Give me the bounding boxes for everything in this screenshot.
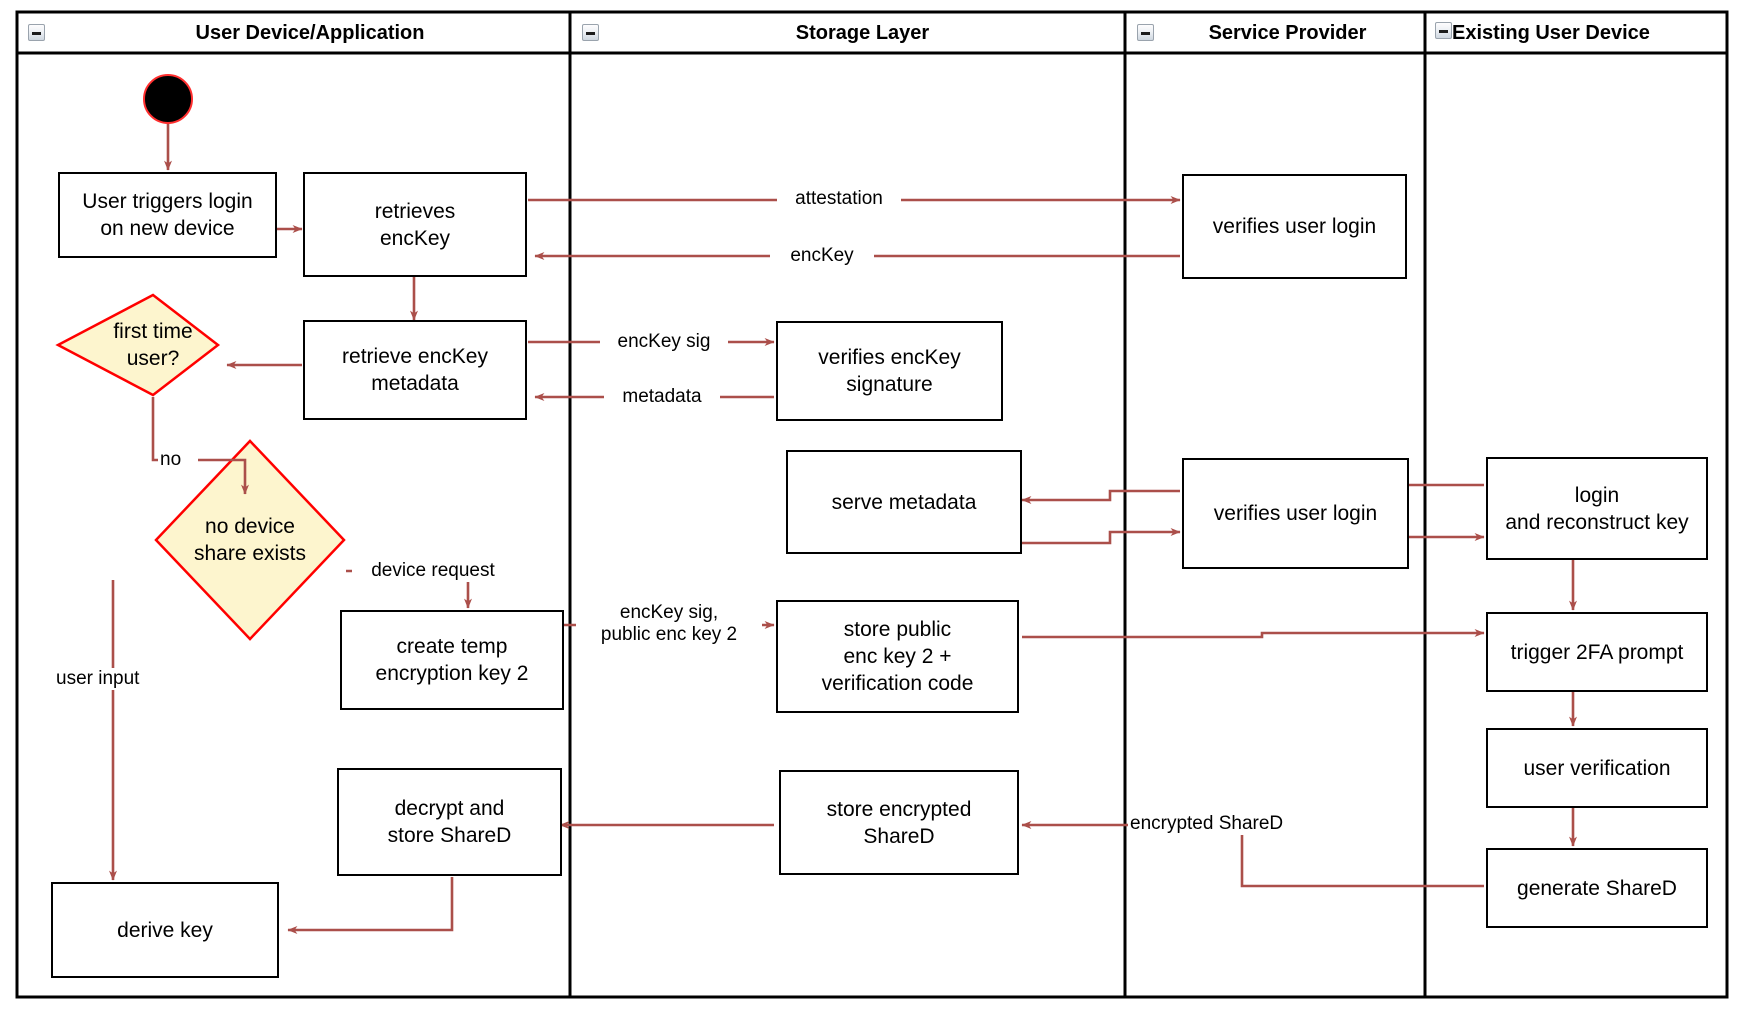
node-create-temp-encryption-key-2[interactable]: create temp encryption key 2	[340, 610, 564, 710]
node-trigger-2fa-prompt[interactable]: trigger 2FA prompt	[1486, 612, 1708, 692]
node-verifies-user-login-2[interactable]: verifies user login	[1182, 458, 1409, 569]
lane-header-storage-layer: Storage Layer	[795, 22, 930, 44]
edge-label-enckey: encKey	[770, 245, 874, 267]
start-node[interactable]	[143, 74, 193, 124]
edge-storepub-to-2fa	[1022, 629, 1485, 639]
edge-serve-metadata-to-verify	[1022, 528, 1181, 545]
node-verifies-user-login-1[interactable]: verifies user login	[1182, 174, 1407, 279]
edge-no-to-no-device-share	[151, 397, 249, 495]
node-decision-no-device-share[interactable]: no device share exists	[156, 441, 344, 639]
node-retrieves-enckey[interactable]: retrieves encKey	[303, 172, 527, 277]
edge-label-user-input: user input	[54, 668, 176, 690]
node-generate-shared[interactable]: generate ShareD	[1486, 848, 1708, 928]
edge-decrypt-to-derive	[287, 877, 454, 934]
edge-label-enckey-sig-pubkey2: encKey sig, public enc key 2	[576, 602, 762, 646]
edge-label-metadata: metadata	[604, 386, 720, 408]
lane-header-existing-user-device: Existing User Device	[1452, 22, 1650, 44]
edge-label-enckey-sig: encKey sig	[600, 331, 728, 353]
decision-label-first-time-user: first time user?	[113, 320, 193, 370]
collapse-icon-existing-user-device[interactable]	[1435, 22, 1452, 39]
decision-shape-no-device-share	[154, 439, 346, 641]
node-serve-metadata[interactable]: serve metadata	[786, 450, 1022, 554]
node-decrypt-and-store-shared[interactable]: decrypt and store ShareD	[337, 768, 562, 876]
collapse-icon-storage-layer[interactable]	[582, 24, 599, 41]
node-derive-key[interactable]: derive key	[51, 882, 279, 978]
node-login-and-reconstruct-key[interactable]: login and reconstruct key	[1486, 457, 1708, 560]
edge-label-device-request: device request	[352, 560, 514, 582]
node-store-encrypted-shared[interactable]: store encrypted ShareD	[779, 770, 1019, 875]
decision-shape-first-time-user	[55, 293, 221, 397]
lane-header-service-provider: Service Provider	[1208, 22, 1367, 44]
collapse-icon-service-provider[interactable]	[1137, 24, 1154, 41]
lane-header-user-device: User Device/Application	[195, 22, 425, 44]
decision-label-no-device-share: no device share exists	[193, 515, 307, 565]
edge-label-no: no	[158, 449, 198, 471]
node-decision-first-time-user[interactable]: first time user?	[58, 295, 248, 395]
node-store-public-enc-key-2[interactable]: store public enc key 2 + verification co…	[776, 600, 1019, 713]
collapse-icon-user-device[interactable]	[28, 24, 45, 41]
node-user-triggers-login[interactable]: User triggers login on new device	[58, 172, 277, 258]
node-retrieve-enckey-metadata[interactable]: retrieve encKey metadata	[303, 320, 527, 420]
edge-label-attestation: attestation	[777, 188, 901, 210]
node-verifies-enckey-signature[interactable]: verifies encKey signature	[776, 321, 1003, 421]
edge-verify-to-serve-metadata	[1021, 489, 1180, 504]
node-user-verification[interactable]: user verification	[1486, 728, 1708, 808]
edge-label-encrypted-shared: encrypted ShareD	[1128, 813, 1304, 835]
